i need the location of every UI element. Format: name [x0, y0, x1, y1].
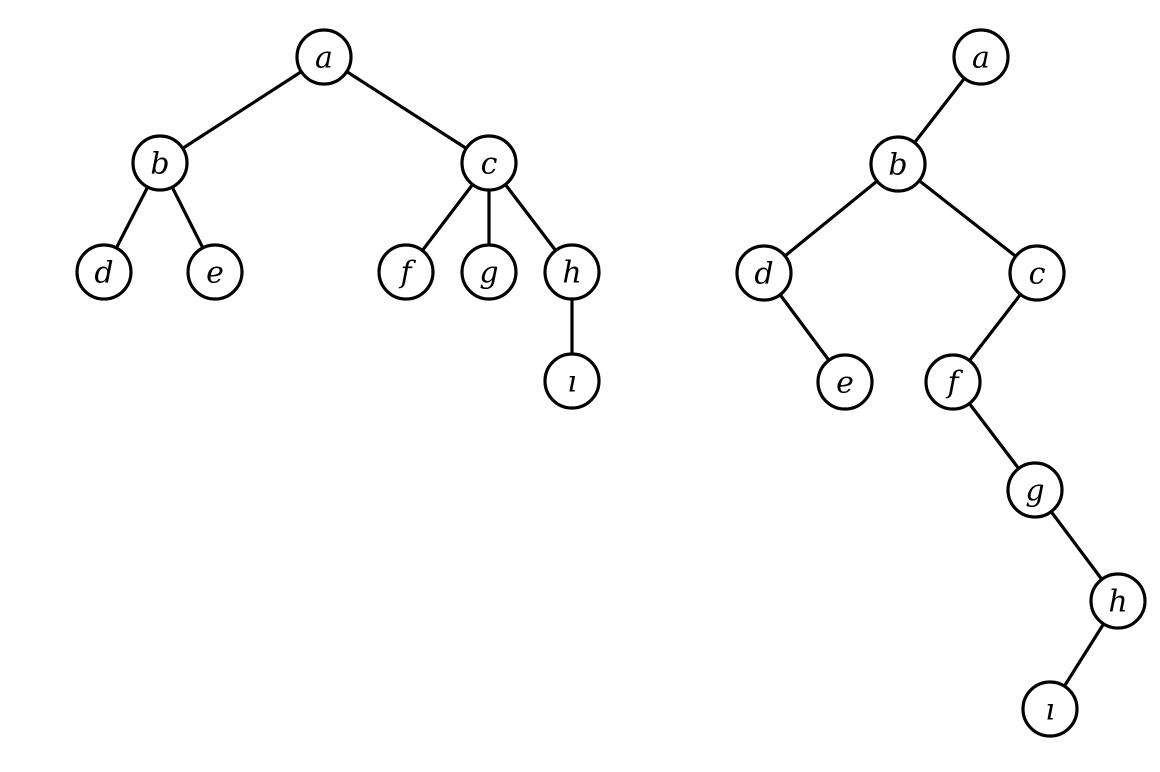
node-a: a	[952, 28, 1010, 86]
node-d: d	[75, 243, 133, 301]
node-i: ı	[543, 352, 601, 410]
node-circle	[952, 28, 1010, 86]
node-label: b	[888, 148, 907, 183]
node-label: c	[481, 147, 498, 182]
node-label: c	[1029, 257, 1046, 292]
general-tree: a b c d e f g h ı	[75, 28, 601, 410]
node-label: e	[206, 256, 224, 291]
node-label: a	[972, 41, 990, 76]
node-h: h	[543, 243, 601, 301]
node-label: d	[754, 257, 773, 292]
node-f: f	[924, 353, 982, 411]
edge-b-c	[896, 162, 1039, 275]
node-e: e	[186, 243, 244, 301]
node-label: h	[1108, 585, 1127, 620]
node-circle	[460, 134, 518, 192]
node-circle	[1006, 461, 1064, 519]
node-i: ı	[1021, 680, 1079, 738]
binary-tree: a b d c e f g h ı	[735, 28, 1147, 738]
node-label: b	[150, 147, 169, 182]
node-circle	[924, 353, 982, 411]
node-circle	[75, 243, 133, 301]
node-circle	[816, 353, 874, 411]
node-b: b	[131, 134, 189, 192]
node-label: e	[836, 366, 854, 401]
node-c: c	[1008, 244, 1066, 302]
node-g: g	[460, 243, 518, 301]
node-d: d	[735, 244, 793, 302]
node-label: a	[315, 41, 333, 76]
node-circle	[186, 243, 244, 301]
node-a: a	[295, 28, 353, 86]
node-c: c	[460, 134, 518, 192]
node-b: b	[869, 135, 927, 193]
node-label: g	[479, 256, 498, 291]
edge-b-d	[762, 162, 900, 275]
node-circle	[1008, 244, 1066, 302]
node-circle	[869, 135, 927, 193]
node-label: h	[562, 256, 581, 291]
node-circle	[131, 134, 189, 192]
node-label: ı	[1045, 693, 1055, 728]
node-circle	[543, 352, 601, 410]
node-circle	[735, 244, 793, 302]
node-circle	[460, 243, 518, 301]
edge-a-b	[158, 55, 326, 165]
node-circle	[543, 243, 601, 301]
node-circle	[1021, 680, 1079, 738]
node-label: ı	[567, 365, 577, 400]
node-circle	[1089, 572, 1147, 630]
node-g: g	[1006, 461, 1064, 519]
node-h: h	[1089, 572, 1147, 630]
node-f: f	[377, 243, 435, 301]
node-label: g	[1025, 474, 1044, 509]
node-e: e	[816, 353, 874, 411]
edge-a-c	[322, 55, 491, 165]
node-label: d	[94, 256, 113, 291]
node-circle	[295, 28, 353, 86]
node-circle	[377, 243, 435, 301]
